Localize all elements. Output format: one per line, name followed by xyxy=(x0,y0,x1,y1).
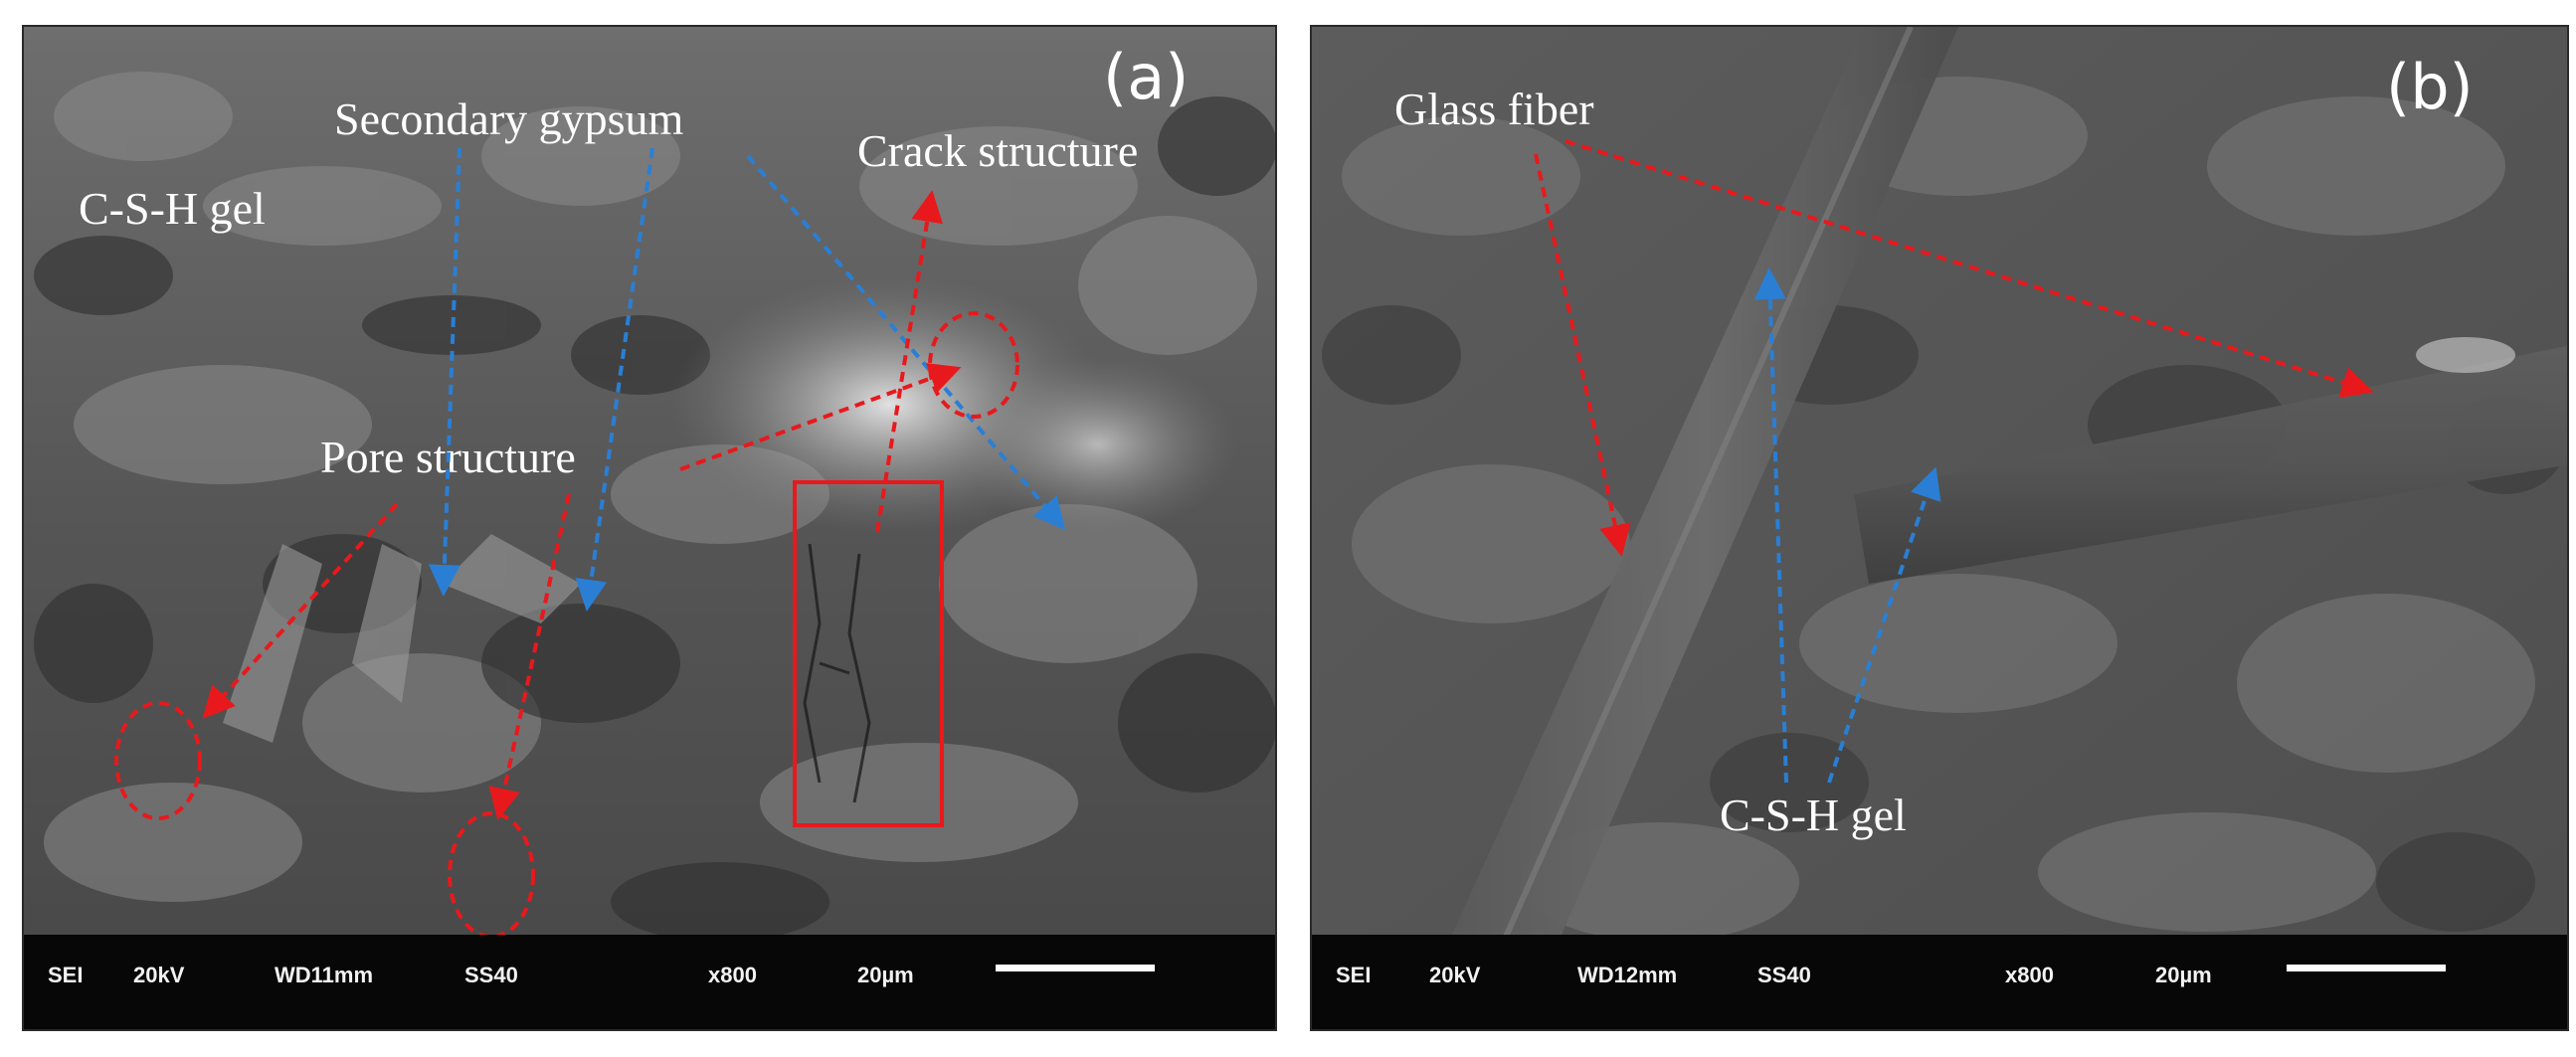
databar-mode: SEI xyxy=(1336,963,1372,987)
sem-image-a xyxy=(24,27,1275,1029)
panel-letter-a: (a) xyxy=(1103,41,1190,113)
label-glass-fiber: Glass fiber xyxy=(1394,84,1594,134)
databar-mode: SEI xyxy=(48,963,84,987)
databar-voltage: 20kV xyxy=(133,963,185,987)
sem-image-b xyxy=(1312,27,2567,1029)
databar-scale-label: 20µm xyxy=(857,963,914,987)
databar-spot-size: SS40 xyxy=(464,963,518,987)
databar-spot-size: SS40 xyxy=(1757,963,1811,987)
label-pore-structure: Pore structure xyxy=(320,432,576,482)
sem-panel-b: (b) Glass fiber C-S-H gel SEI 20kV WD12m… xyxy=(1310,25,2569,1031)
label-csh-gel-b: C-S-H gel xyxy=(1720,790,1907,840)
sem-databar-a: SEI 20kV WD11mm SS40 x800 20µm xyxy=(24,935,1275,1029)
label-crack-structure: Crack structure xyxy=(857,125,1139,176)
sem-panel-a: (a) C-S-H gel Secondary gypsum Crack str… xyxy=(22,25,1277,1031)
databar-magnification: x800 xyxy=(2005,963,2054,987)
label-csh-gel-a: C-S-H gel xyxy=(79,183,266,234)
databar-working-distance: WD11mm xyxy=(275,963,374,987)
databar-magnification: x800 xyxy=(708,963,757,987)
label-secondary-gypsum: Secondary gypsum xyxy=(334,93,684,144)
databar-voltage: 20kV xyxy=(1429,963,1481,987)
scale-bar xyxy=(996,965,1155,971)
scale-bar xyxy=(2287,965,2446,971)
databar-working-distance: WD12mm xyxy=(1577,963,1678,987)
panel-letter-b: (b) xyxy=(2386,51,2474,123)
databar-scale-label: 20µm xyxy=(2155,963,2212,987)
sem-databar-b: SEI 20kV WD12mm SS40 x800 20µm xyxy=(1312,935,2567,1029)
